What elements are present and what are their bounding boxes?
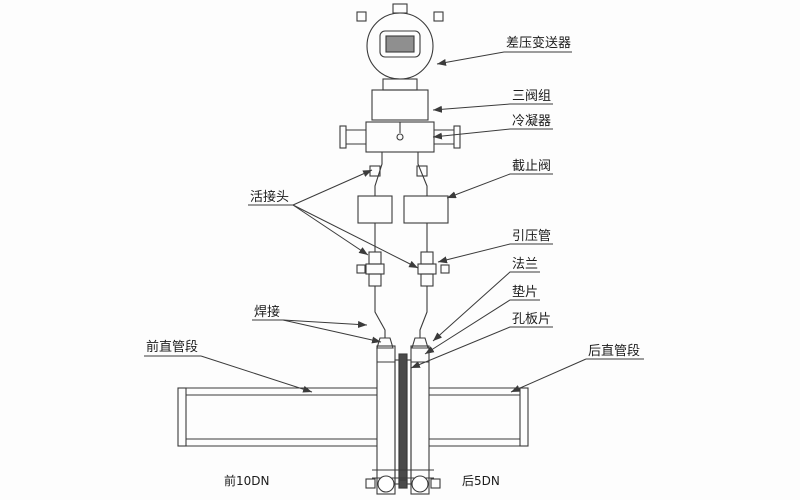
orifice-flange-assembly-figure (365, 345, 441, 495)
leader-rear-pipe (510, 358, 587, 393)
transmitter-display (385, 35, 415, 53)
leader-impulse-pipe (437, 243, 553, 264)
label-gasket: 垫片 (512, 284, 538, 300)
weld-tap-left (376, 337, 394, 349)
union-fitting-lower-left (356, 251, 385, 287)
label-union: 活接头 (250, 189, 289, 205)
orifice-plate-figure (398, 353, 408, 489)
label-weld: 焊接 (254, 304, 280, 320)
labels: 差压变送器 三阀组 冷凝器 截止阀 引压管 法兰 垫片 孔板片 活接头 焊接 前… (146, 35, 640, 488)
label-impulse-pipe: 引压管 (512, 229, 551, 244)
flange-left-figure (376, 345, 396, 495)
three-valve-manifold-figure (371, 89, 429, 121)
leader-transmitter (436, 51, 572, 66)
leader-weld-1 (282, 319, 368, 328)
leader-flange (432, 271, 540, 342)
label-condenser: 冷凝器 (512, 113, 551, 129)
label-flange: 法兰 (512, 257, 538, 272)
leader-gasket (424, 299, 540, 355)
label-dp-transmitter: 差压变送器 (506, 35, 571, 51)
pipe-end-right (519, 387, 529, 447)
stop-valve-right-figure (403, 195, 449, 224)
label-front-straight-pipe: 前直管段 (146, 339, 198, 355)
leader-condenser (432, 128, 553, 140)
union-fitting-lower-right (417, 251, 450, 287)
label-three-valve-manifold: 三阀组 (512, 89, 551, 104)
stop-valve-left-figure (357, 195, 393, 224)
flange-bolt-left (377, 475, 395, 493)
leader-lines (144, 51, 644, 393)
label-orifice-plate: 孔板片 (512, 312, 551, 327)
leader-union-1 (292, 169, 373, 206)
leader-stop-valve (446, 173, 553, 199)
flange-right-figure (410, 345, 430, 495)
gasket-right-figure (406, 359, 412, 485)
flange-bolt-right (411, 475, 429, 493)
leader-union-2 (292, 204, 369, 256)
leader-union-3 (292, 204, 419, 269)
leader-orifice-plate (410, 326, 553, 369)
label-rear-length: 后5DN (462, 474, 500, 488)
pipe-end-left (177, 387, 187, 447)
pipe-figure (177, 387, 529, 447)
label-front-length: 前10DN (224, 473, 270, 488)
impulse-lines-figure (356, 152, 450, 349)
dp-transmitter-figure (356, 3, 444, 121)
leader-manifold (432, 103, 553, 113)
leader-front-pipe (200, 355, 313, 393)
gasket-left-figure (394, 359, 400, 485)
leader-weld-2 (282, 319, 382, 344)
label-rear-straight-pipe: 后直管段 (588, 344, 640, 359)
union-fitting-upper-right (416, 165, 428, 177)
label-stop-valve: 截止阀 (512, 159, 551, 174)
condenser-figure (339, 121, 461, 153)
